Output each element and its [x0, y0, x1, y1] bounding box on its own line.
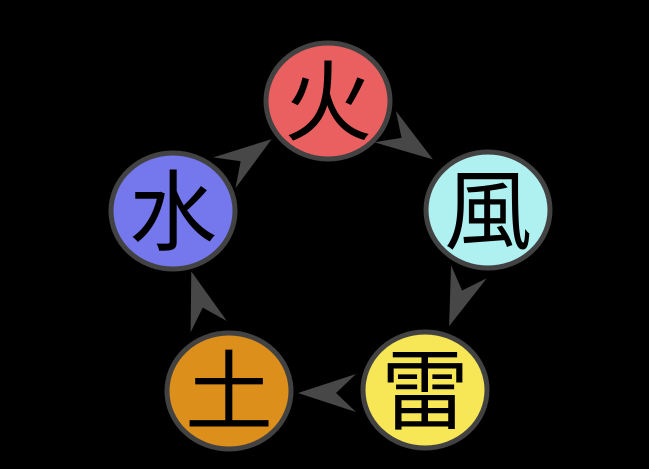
- arrow-lightning-to-earth-icon: [298, 374, 356, 412]
- node-fire: 火: [263, 40, 393, 162]
- water-kanji-label: 水: [129, 162, 217, 265]
- node-lightning: 雷: [360, 329, 490, 451]
- arrow-earth-to-water-icon: [190, 271, 227, 333]
- wind-kanji-label: 風: [444, 161, 532, 264]
- fire-kanji-label: 火: [284, 52, 372, 155]
- node-water: 水: [108, 150, 238, 272]
- arrow-fire-to-wind-icon: [374, 110, 433, 160]
- wind-circle: [423, 149, 553, 271]
- node-wind: 風: [423, 149, 553, 271]
- node-earth: 土: [164, 330, 294, 452]
- arrow-wind-to-lightning-icon: [449, 265, 487, 327]
- lightning-circle: [360, 329, 490, 451]
- lightning-kanji-label: 雷: [381, 341, 469, 444]
- water-circle: [108, 150, 238, 272]
- earth-kanji-label: 土: [185, 342, 273, 445]
- arrow-water-to-fire-icon: [213, 139, 272, 189]
- earth-circle: [164, 330, 294, 452]
- fire-circle: [263, 40, 393, 162]
